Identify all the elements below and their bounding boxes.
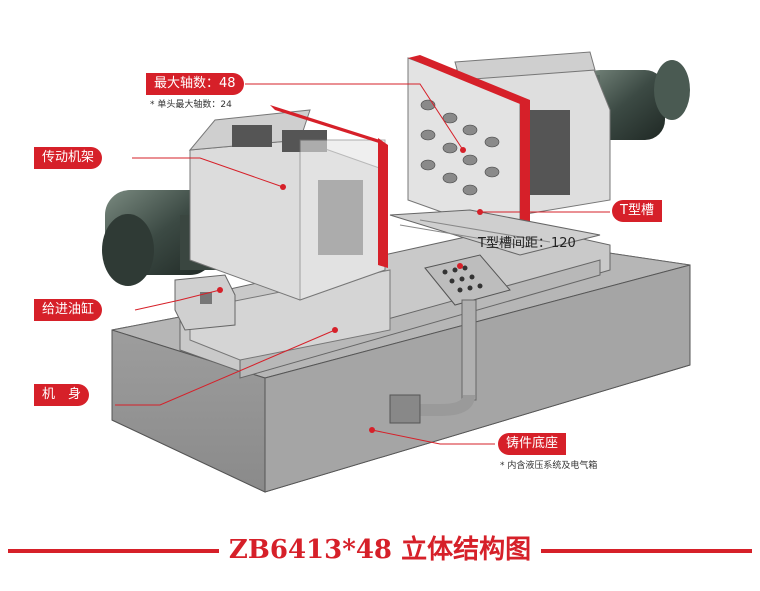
t-slot-spacing-label: T型槽间距：120 (478, 236, 576, 251)
title-rule-left (8, 549, 238, 553)
body-label: 机 身 (34, 384, 90, 406)
leader-dots (217, 147, 483, 433)
control-panel (389, 254, 511, 424)
feed-cylinder (174, 274, 236, 331)
t-slot-table (389, 209, 601, 256)
cast-base-note: * 内含液压系统及电气箱 (500, 461, 598, 471)
leader-lines (115, 83, 610, 445)
t-slot-label: T型槽 (612, 200, 662, 222)
left-drive-frame (188, 105, 388, 301)
title-bar: ZB6413*48 立体结构图 (0, 535, 760, 565)
cast-base-label: 铸件底座 (498, 433, 567, 455)
max-axes-note: * 单头最大轴数：24 (150, 100, 232, 110)
max-axes-label: 最大轴数：48 (146, 73, 244, 95)
page-title: ZB6413*48 立体结构图 (0, 535, 760, 565)
feed-cylinder-label: 给进油缸 (34, 299, 103, 321)
title-rule-right (522, 549, 752, 553)
drive-frame-label: 传动机架 (34, 147, 103, 169)
